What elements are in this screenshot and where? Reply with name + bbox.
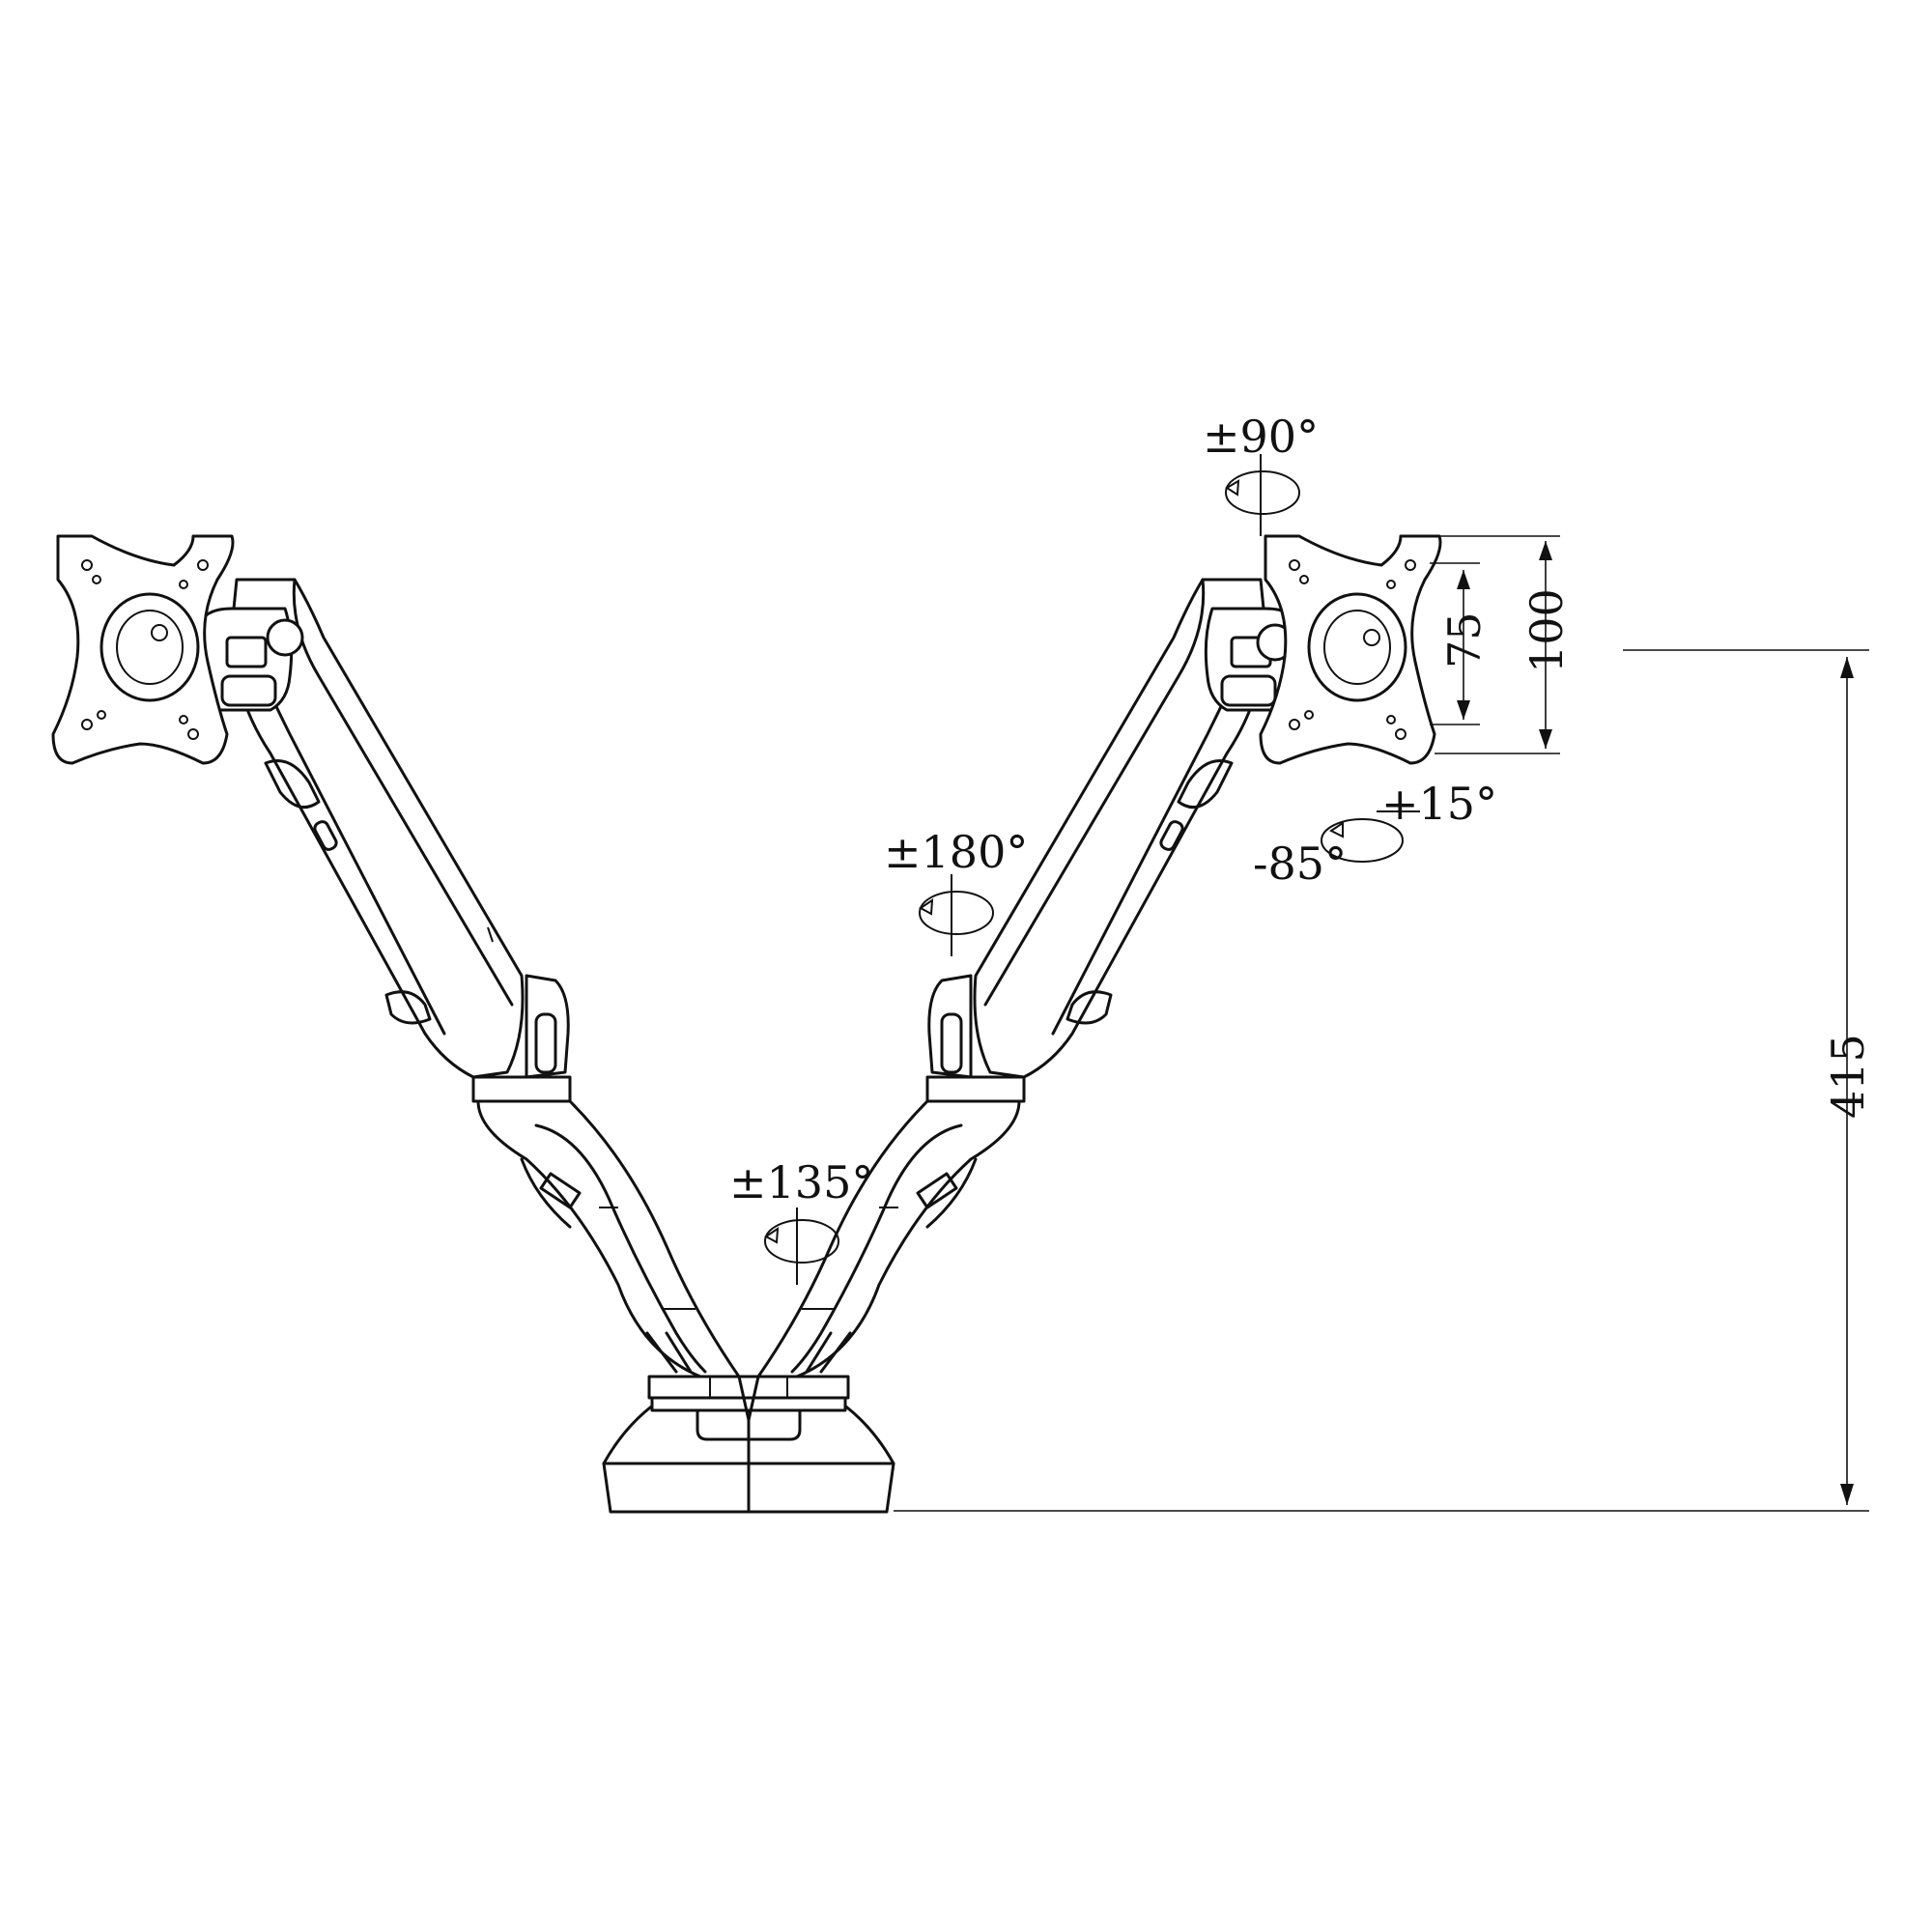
dimension-vesa-75 (1430, 562, 1480, 725)
desk-base (602, 1375, 895, 1514)
dimension-height-415 (894, 649, 1869, 1512)
elbow-joint-right (927, 974, 973, 1079)
label-dim-415: 415 (1822, 1034, 1874, 1119)
elbow-joint-left (525, 974, 570, 1079)
vesa-plate-left (51, 534, 235, 765)
lower-arm-right (756, 1075, 1026, 1378)
rotation-indicator-tilt-top (1225, 454, 1300, 536)
label-tilt-up: +15° (1381, 778, 1497, 830)
label-dim-75: 75 (1438, 611, 1491, 668)
label-tilt-top: ±90° (1203, 411, 1319, 463)
rotation-indicator-arm-swivel (919, 874, 994, 956)
label-tilt-down: -85° (1253, 838, 1347, 890)
label-swivel-base: ±135° (729, 1156, 873, 1208)
label-swivel-arm: ±180° (884, 826, 1028, 878)
label-dim-100: 100 (1520, 588, 1573, 673)
tilt-head-left (196, 607, 304, 712)
lower-arm-left (471, 1075, 741, 1378)
rotation-indicator-base-swivel (764, 1208, 839, 1285)
vesa-plate-right (1259, 534, 1442, 765)
dimension-vesa-100 (1435, 535, 1560, 754)
rotation-indicator-tilt (1321, 810, 1420, 863)
